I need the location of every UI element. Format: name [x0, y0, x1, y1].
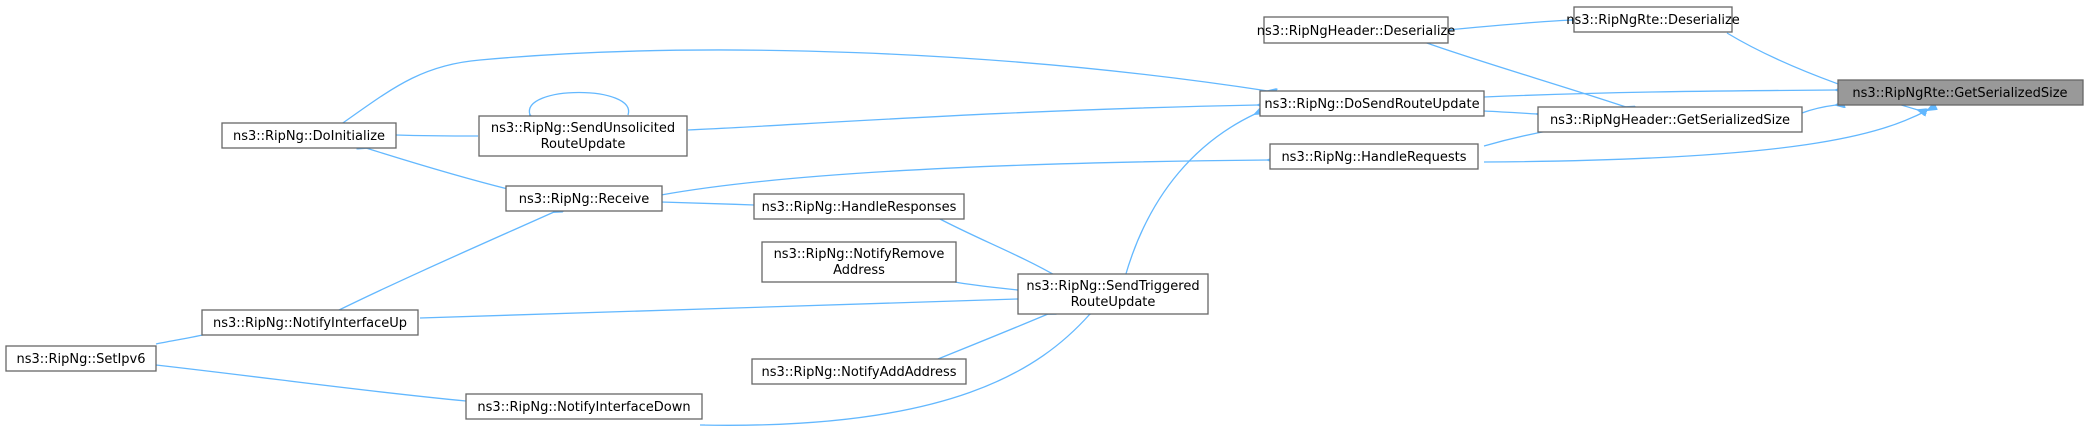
nodes: ns3::RipNgRte::GetSerializedSize ns3::Ri… [5, 6, 2084, 420]
node-ripng-handlerequests[interactable]: ns3::RipNg::HandleRequests [1269, 143, 1479, 170]
node-ripng-receive[interactable]: ns3::RipNg::Receive [505, 185, 663, 212]
node-label: ns3::RipNg::NotifyInterfaceDown [477, 400, 690, 415]
node-ripng-notifyaddaddress[interactable]: ns3::RipNg::NotifyAddAddress [751, 358, 967, 385]
edge-deserialize-header-to-deserialize-rte [1447, 20, 1572, 31]
node-label: ns3::RipNgRte::GetSerializedSize [1852, 86, 2067, 101]
node-ripngrte-deserialize[interactable]: ns3::RipNgRte::Deserialize [1566, 6, 1740, 33]
edges [156, 20, 1928, 426]
edge-notifyinterfaceup-to-receive [334, 212, 554, 313]
edge-handleresponses-to-receive [661, 202, 755, 205]
edge-receive-to-doinitialize [366, 148, 521, 193]
node-label: ns3::RipNg::Receive [519, 192, 650, 207]
node-label-line-2: RouteUpdate [541, 137, 626, 152]
node-label: ns3::RipNgHeader::GetSerializedSize [1550, 113, 1790, 128]
node-ripng-sendtriggered-routeupdate[interactable]: ns3::RipNg::SendTriggered RouteUpdate [1017, 273, 1209, 315]
node-ripngrte-getserializedsize[interactable]: ns3::RipNgRte::GetSerializedSize [1837, 79, 2084, 106]
edge-doinitialize-to-dosendrouteupdate [339, 49, 1268, 126]
node-ripng-sendunsolicited-routeupdate[interactable]: ns3::RipNg::SendUnsolicited RouteUpdate [478, 115, 688, 157]
node-label-line-1: ns3::RipNg::NotifyRemove [774, 247, 945, 262]
edge-deserialize-header-to-getserializedsize-header [1423, 41, 1626, 107]
edge-dosendrouteupdate-to-root [1483, 90, 1836, 98]
edge-sendunsolicited-to-dosendrouteupdate [687, 105, 1258, 131]
node-label: ns3::RipNg::NotifyInterfaceUp [213, 316, 407, 331]
node-ripng-notifyinterfaceup[interactable]: ns3::RipNg::NotifyInterfaceUp [201, 309, 419, 336]
node-label: ns3::RipNg::SetIpv6 [16, 352, 145, 367]
node-label: ns3::RipNgHeader::Deserialize [1257, 24, 1456, 39]
edge-sendtriggered-to-dosendrouteupdate [1124, 114, 1255, 278]
node-label: ns3::RipNgRte::Deserialize [1566, 13, 1740, 28]
node-label-line-2: RouteUpdate [1071, 295, 1156, 310]
edge-sendtriggered-to-notifyaddaddress [937, 314, 1048, 360]
edge-sendtriggered-to-notifyinterfacedown [699, 314, 1090, 426]
node-ripng-handleresponses[interactable]: ns3::RipNg::HandleResponses [753, 193, 965, 220]
node-label-line-1: ns3::RipNg::SendUnsolicited [491, 121, 675, 136]
edge-receive-to-handlerequests [660, 160, 1268, 196]
edge-dosendrouteupdate-to-getserializedsize-header [1483, 111, 1537, 114]
edge-getserializedsize-header-to-root [1801, 105, 1836, 114]
node-label: ns3::RipNg::DoInitialize [233, 129, 385, 144]
edge-handlerequests-to-root [1483, 110, 1928, 163]
edge-sendunsolicited-to-doinitialize [396, 135, 479, 136]
edge-sendtriggered-to-notifyremove [954, 281, 1018, 290]
node-label: ns3::RipNg::DoSendRouteUpdate [1264, 97, 1479, 112]
edge-sendtriggered-to-notifyinterfaceup [419, 299, 1018, 319]
edge-sendunsolicited-self-loop [529, 91, 629, 116]
node-label-line-2: Address [833, 263, 885, 278]
node-ripngheader-deserialize[interactable]: ns3::RipNgHeader::Deserialize [1257, 16, 1456, 44]
node-ripng-setipv6[interactable]: ns3::RipNg::SetIpv6 [5, 345, 157, 372]
edge-sendtriggered-to-handleresponses [937, 217, 1058, 277]
node-ripng-notifyremove-address[interactable]: ns3::RipNg::NotifyRemove Address [761, 241, 957, 283]
edge-notifyinterfacedown-to-setipv6 [156, 365, 467, 402]
node-label-line-1: ns3::RipNg::SendTriggered [1026, 279, 1199, 294]
node-ripng-dosendrouteupdate[interactable]: ns3::RipNg::DoSendRouteUpdate [1259, 90, 1485, 117]
node-ripngheader-getserializedsize[interactable]: ns3::RipNgHeader::GetSerializedSize [1537, 106, 1803, 133]
node-ripng-notifyinterfacedown[interactable]: ns3::RipNg::NotifyInterfaceDown [465, 393, 703, 420]
node-ripng-doinitialize[interactable]: ns3::RipNg::DoInitialize [221, 122, 397, 149]
node-label: ns3::RipNg::HandleRequests [1281, 150, 1466, 165]
node-label: ns3::RipNg::HandleResponses [762, 200, 957, 215]
node-label: ns3::RipNg::NotifyAddAddress [761, 365, 956, 380]
